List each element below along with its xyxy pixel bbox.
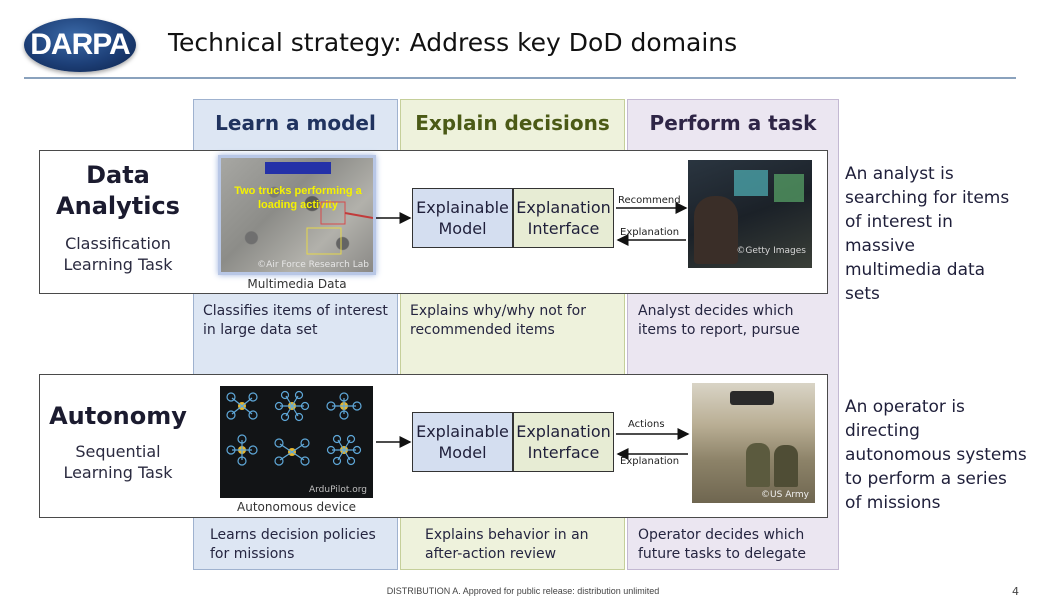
side-line: An analyst is [845,164,954,184]
column-header-perform: Perform a task [649,111,817,135]
explain-description-data-analytics: Explains why/why not for recommended ite… [410,302,625,340]
row-title-data-analytics: Data Analytics [48,160,188,222]
desc-line: Explains behavior in an [425,527,589,543]
row-subtitle-line: Classification [65,234,171,253]
desc-line: Analyst decides which [638,303,794,319]
uav-figure [730,391,774,405]
side-line: multimedia data [845,260,986,280]
side-line: searching for items [845,188,1010,208]
soldier-figure [774,445,798,487]
slide-title: Technical strategy: Address key DoD doma… [168,28,738,57]
soldier-figure [746,443,770,487]
box-text-line: Interface [527,443,600,462]
perform-description-autonomy: Operator decides which future tasks to d… [638,526,838,564]
distribution-statement: DISTRIBUTION A. Approved for public rele… [386,586,660,596]
image-credit: ArduPilot.org [308,485,367,495]
desc-line: after-action review [425,546,557,562]
side-line: directing [845,421,920,441]
explanation-interface-box: Explanation Interface [513,188,614,248]
row-title-line: Data [86,161,150,189]
image-detection-label: Two trucks performing a loading activity [234,185,362,211]
side-note-autonomy: An operator is directing autonomous syst… [845,395,1035,515]
desc-line: items to report, pursue [638,322,800,338]
side-note-data-analytics: An analyst is searching for items of int… [845,162,1035,306]
image-credit: ©Air Force Research Lab [257,260,369,270]
learn-description-data-analytics: Classifies items of interest in large da… [203,302,398,340]
desc-line: Learns decision policies [210,527,376,543]
desc-line: future tasks to delegate [638,546,806,562]
box-text-line: Model [438,219,487,238]
page-number: 4 [1012,585,1019,598]
box-text-line: Explanation [516,198,611,217]
side-line: of missions [845,493,941,513]
box-text-line: Explainable [416,198,509,217]
row1-arrows [376,202,688,246]
image-banner [265,162,331,174]
explanation-interface-box: Explanation Interface [513,412,614,472]
darpa-logo: DARPA [24,18,136,72]
arrow-label-actions: Actions [628,419,665,430]
box-text-line: Explanation [516,422,611,441]
operator-photo: ©US Army [692,383,815,503]
analyst-figure [694,196,738,264]
image-caption-multimedia: Multimedia Data [247,277,347,291]
multimedia-data-image: Two trucks performing a loading activity… [218,155,376,275]
arrow-label-recommend: Recommend [618,195,681,206]
desc-line: Operator decides which [638,527,805,543]
photo-credit: ©US Army [761,490,809,500]
detection-boxes [306,201,373,255]
row-subtitle-line: Sequential [75,442,161,461]
image-caption-autonomous: Autonomous device [237,500,356,514]
row-title-line: Analytics [56,192,180,220]
row-title-autonomy: Autonomy [44,401,192,432]
explainable-model-box: Explainable Model [412,412,513,472]
monitor-screen [774,174,804,202]
side-line: to perform a series [845,469,1007,489]
row-subtitle-data-analytics: Classification Learning Task [48,233,188,275]
drone-diagrams [226,390,362,466]
monitor-screen [734,170,768,196]
learn-description-autonomy: Learns decision policies for missions [210,526,398,564]
desc-line: in large data set [203,322,318,338]
perform-description-data-analytics: Analyst decides which items to report, p… [638,302,838,340]
desc-line: for missions [210,546,295,562]
photo-credit: ©Getty Images [736,246,806,256]
side-line: sets [845,284,880,304]
desc-line: recommended items [410,322,555,338]
box-text-line: Explainable [416,422,509,441]
arrow-label-explanation: Explanation [620,456,680,467]
arrow-label-explanation: Explanation [620,227,680,238]
box-text-line: Interface [527,219,600,238]
row-subtitle-line: Learning Task [63,463,173,482]
side-line: massive [845,236,915,256]
column-header-learn: Learn a model [215,111,376,135]
desc-line: Explains why/why not for [410,303,587,319]
analyst-photo: ©Getty Images [688,160,812,268]
explainable-model-box: Explainable Model [412,188,513,248]
side-line: autonomous systems [845,445,1027,465]
title-divider [24,77,1016,79]
box-text-line: Model [438,443,487,462]
side-line: of interest in [845,212,953,232]
desc-line: Classifies items of interest [203,303,388,319]
side-line: An operator is [845,397,965,417]
autonomous-device-image: ArduPilot.org [220,386,373,498]
row2-arrows [376,428,690,460]
column-header-explain: Explain decisions [415,111,610,135]
explain-description-autonomy: Explains behavior in an after-action rev… [425,526,625,564]
row-subtitle-line: Learning Task [63,255,173,274]
row-subtitle-autonomy: Sequential Learning Task [48,441,188,483]
row-title-line: Autonomy [49,402,187,430]
